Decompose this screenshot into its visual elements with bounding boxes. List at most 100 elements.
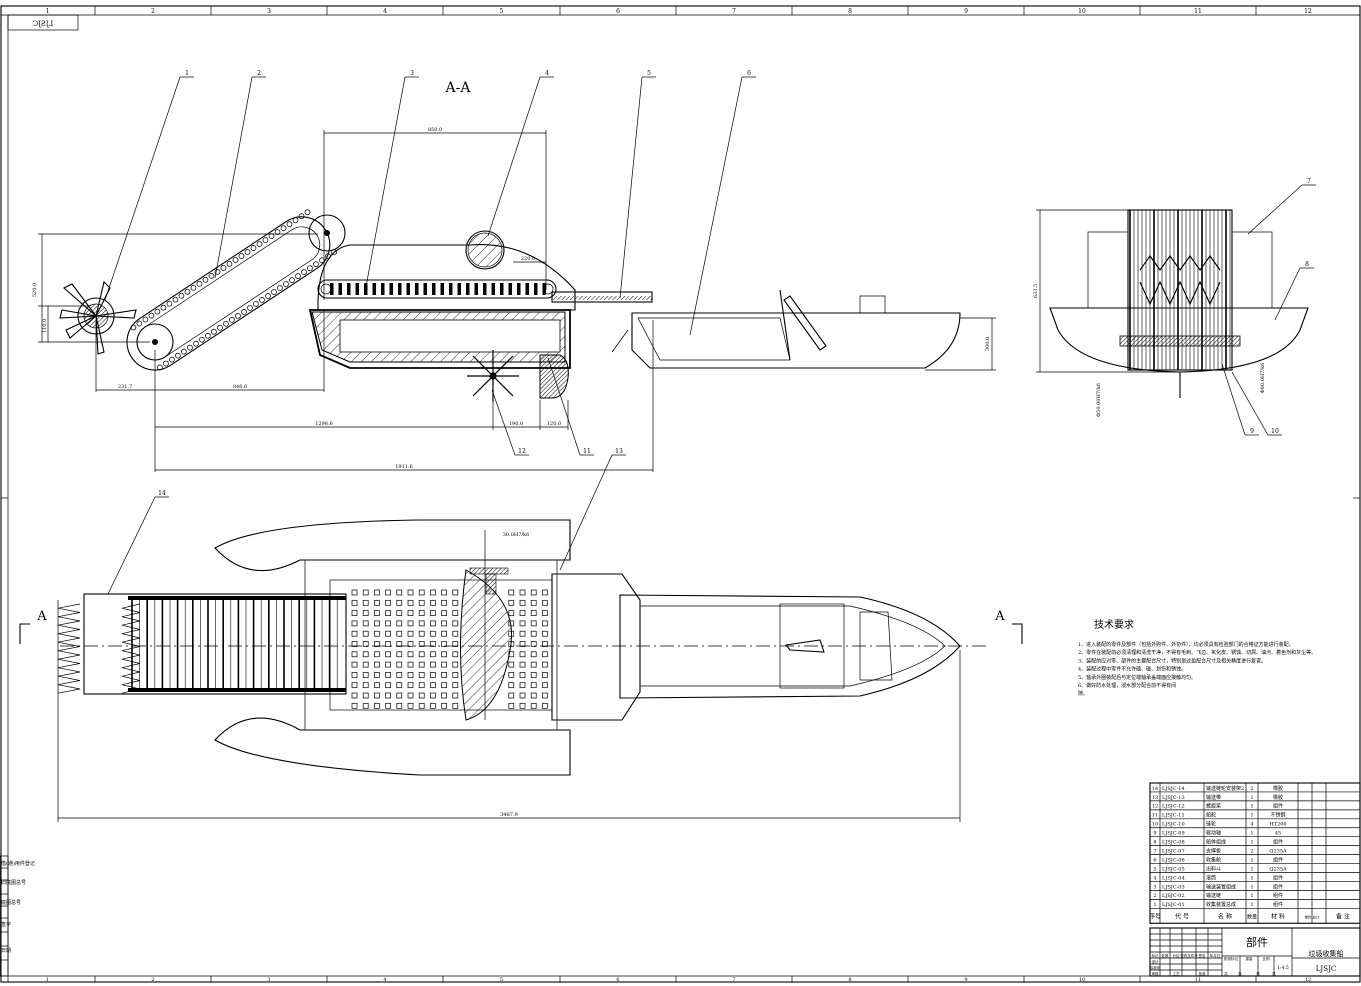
bom-code: LJSJC-03 xyxy=(1162,884,1185,890)
title-block-label: 标记 xyxy=(1152,953,1160,958)
bom-qty: 1 xyxy=(1250,866,1253,872)
title-block-label: 第 xyxy=(1256,971,1260,976)
bom-name: 螺旋桨 xyxy=(1206,803,1221,810)
grid-number-bottom: 8 xyxy=(848,977,851,983)
part-balloon: 1 xyxy=(185,70,189,77)
grid-number-bottom: 2 xyxy=(151,977,154,983)
bom-material: 不锈钢 xyxy=(1270,812,1285,819)
title-block-label: 工艺 xyxy=(1173,971,1181,976)
part-balloon: 4 xyxy=(545,70,549,77)
grid-number-top: 2 xyxy=(151,8,155,15)
grid-number-top: 7 xyxy=(732,8,736,15)
bom-name: 出料斗 xyxy=(1206,865,1221,872)
grid-number-top: 9 xyxy=(964,8,968,15)
tech-req-line: 5、轴承外圈装配后与定位端轴承盖端面应接触均匀。 xyxy=(1078,674,1196,681)
title-scale: 1:4.5 xyxy=(1277,965,1289,971)
bom-code: LJSJC-12 xyxy=(1162,804,1185,810)
title-block-label: 审核 xyxy=(1152,971,1160,976)
bom-no: 2 xyxy=(1153,893,1156,899)
part-balloon: 11 xyxy=(583,448,591,455)
bom-qty: 1 xyxy=(1250,902,1253,908)
grid-number-bottom: 5 xyxy=(500,977,503,983)
bom-name: 滚筒 xyxy=(1206,874,1216,881)
bom-header-remark: 备 注 xyxy=(1336,912,1350,920)
part-balloon: 8 xyxy=(1305,261,1309,268)
dim-height-left: 520.0 xyxy=(32,283,38,297)
grid-number-bottom: 11 xyxy=(1195,977,1201,983)
bom-code: LJSJC-11 xyxy=(1162,813,1185,819)
section-title: A-A xyxy=(445,80,472,96)
roller-row xyxy=(320,283,554,295)
part-balloon: 6 xyxy=(747,70,751,77)
bom-code: LJSJC-07 xyxy=(1162,848,1185,854)
title-category: 部件 xyxy=(1246,935,1268,949)
bom-name: 输送带 xyxy=(1206,794,1221,801)
part-balloon: 13 xyxy=(615,448,623,455)
grid-number-top: 6 xyxy=(616,8,620,15)
grid-number-bottom: 12 xyxy=(1305,977,1311,983)
part-balloon: 10 xyxy=(1271,428,1279,435)
plan-pickup-teeth xyxy=(57,603,141,694)
grid-number-bottom: 4 xyxy=(383,977,386,983)
dim-short-span: 220.0 xyxy=(521,256,535,262)
bom-header-material: 材 料 xyxy=(1271,912,1285,920)
bom-name: 输送链轮安装架2 xyxy=(1206,785,1244,792)
left-margin-label: 借(通)用件登记 xyxy=(1,860,35,867)
paddle-wheel xyxy=(467,350,519,402)
bom-name: 输送装置组成 xyxy=(1206,883,1236,890)
bom-code: LJSJC-13 xyxy=(1162,795,1185,801)
part-balloon: 7 xyxy=(1307,178,1311,185)
bom-name: 输送链 xyxy=(1206,892,1221,899)
title-block-label: 张 xyxy=(1238,971,1242,976)
dim-mid-span: 190.0 xyxy=(509,421,523,427)
title-product-name: 垃圾收集船 xyxy=(1309,949,1344,958)
bom-material: 橡胶 xyxy=(1273,794,1283,801)
part-balloon: 14 xyxy=(158,490,166,497)
dim-right-span: 120.0 xyxy=(547,421,561,427)
dim-left-offset: 231.7 xyxy=(118,384,132,390)
grid-number-bottom: 10 xyxy=(1079,977,1085,983)
title-block-label: 张 xyxy=(1272,971,1276,976)
dim-top-width: 850.0 xyxy=(428,127,442,133)
bom-qty: 1 xyxy=(1250,875,1253,881)
bom-no: 1 xyxy=(1153,902,1156,908)
bom-material: 组件 xyxy=(1273,856,1283,863)
dim-pitch-span: 1298.6 xyxy=(315,421,333,427)
pickup-wheel xyxy=(59,280,137,355)
part-balloon: 3 xyxy=(410,70,414,77)
title-block: 部件垃圾收集船LJSJC1:4.5标记处数分区更改文件号签名年月日设计标准化审核… xyxy=(1149,927,1361,977)
tech-req-line: 6、做好防水处理，浸水部分配合前不得有间 xyxy=(1078,682,1176,689)
dim-total-length-plan: 3487.9 xyxy=(500,812,518,818)
bom-material: 组件 xyxy=(1273,803,1283,810)
tech-req-line: 1、进入装配的零件及部件（包括外购件、外协件），均必须具有检验部门的合格证方能进… xyxy=(1078,641,1294,648)
grid-number-bottom: 7 xyxy=(732,977,735,983)
bom-qty: 1 xyxy=(1250,813,1253,819)
bom-header-qty: 数量 xyxy=(1247,913,1257,920)
grid-number-top: 11 xyxy=(1194,8,1202,15)
part-balloon: 5 xyxy=(647,70,651,77)
bom-material: 橡胶 xyxy=(1273,785,1283,792)
grid-number-top: 1 xyxy=(46,8,50,15)
grid-number-top: 4 xyxy=(383,8,387,15)
side-view: 850.0 220.0 231.7 846.6 1298.6 190.0 120… xyxy=(32,127,996,472)
bom-code: LJSJC-10 xyxy=(1162,822,1185,828)
bom-material: 组件 xyxy=(1273,839,1283,846)
title-block-label: 设计 xyxy=(1152,959,1160,964)
dim-end-height: 633.5 xyxy=(1033,284,1039,298)
tech-req-title: 技术要求 xyxy=(1094,618,1134,631)
bom-no: 9 xyxy=(1153,831,1156,837)
end-view: 633.5 Φ50.00H7/k6 Φ80.0H7/k6 xyxy=(1033,209,1309,417)
plan-conveyor-slats xyxy=(128,596,346,692)
tech-req-line: 4、装配过程中零件不允许磕、碰、划伤和锈蚀。 xyxy=(1078,666,1186,673)
title-block-label: 标准化 xyxy=(1150,965,1161,970)
bom-name: 支撑板 xyxy=(1206,847,1221,854)
bom-qty: 1 xyxy=(1250,804,1253,810)
bom-code: LJSJC-06 xyxy=(1162,857,1185,863)
bom-code: LJSJC-08 xyxy=(1162,840,1185,846)
section-marker-right: A xyxy=(994,609,1005,624)
bom-code: LJSJC-01 xyxy=(1162,902,1185,908)
